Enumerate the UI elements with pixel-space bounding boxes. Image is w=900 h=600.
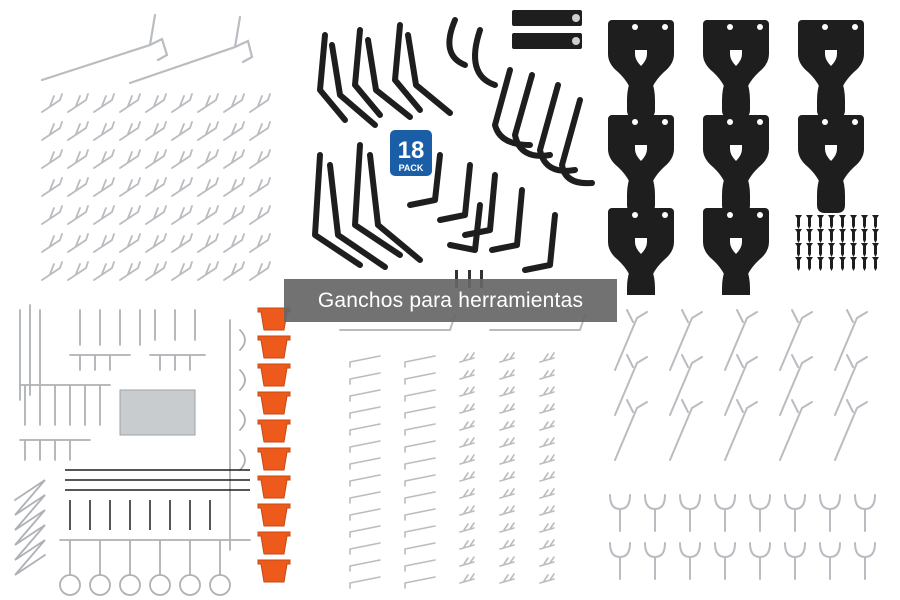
- caption-banner: Ganchos para herramientas: [284, 279, 617, 322]
- assorted-hooks-image: [339, 314, 586, 589]
- pack-badge-word: PACK: [399, 163, 424, 173]
- silver-pegboard-hooks-image: [40, 13, 271, 281]
- assorted-hooks-panel: [330, 300, 600, 600]
- black-wall-hooks-panel: [600, 5, 895, 295]
- black-utility-hooks-image: 18 PACK: [312, 10, 595, 288]
- pegboard-kit-image: [14, 304, 291, 596]
- long-hooks-image: [609, 309, 876, 580]
- caption-text: Ganchos para herramientas: [317, 288, 584, 312]
- pack-badge-number: 18: [398, 137, 425, 164]
- black-wall-hooks-image: [608, 20, 879, 295]
- black-utility-hooks-panel: 18 PACK: [300, 5, 600, 295]
- long-hooks-panel: [600, 300, 895, 595]
- pack-badge: 18 PACK: [390, 130, 432, 176]
- silver-pegboard-hooks-panel: [30, 5, 280, 295]
- pegboard-kit-panel: [10, 300, 300, 600]
